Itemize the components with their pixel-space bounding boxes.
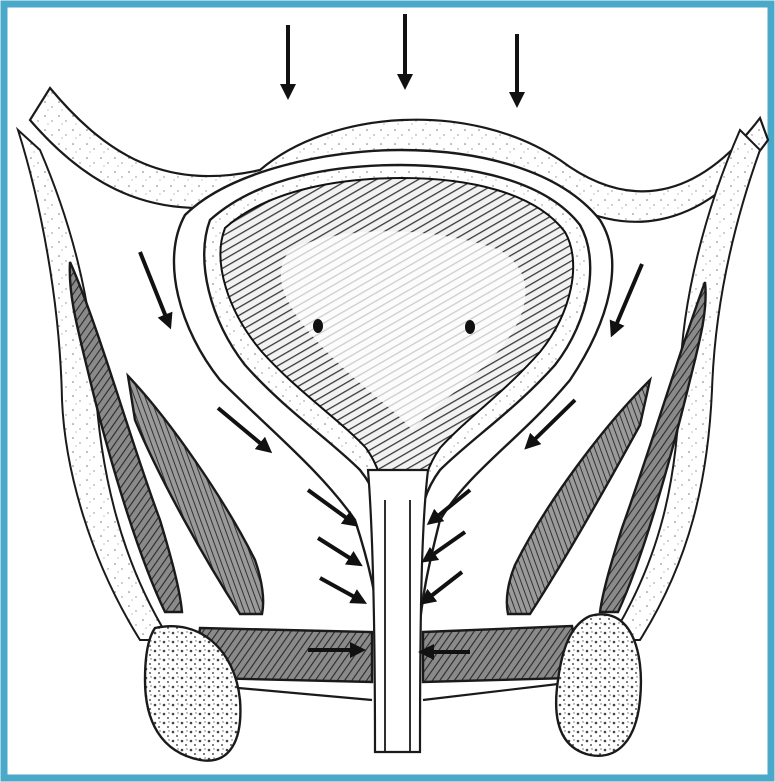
right-ureteric-orifice — [465, 320, 475, 334]
arrow-icon — [426, 572, 462, 600]
urethra — [368, 470, 428, 752]
left-ureteric-orifice — [313, 319, 323, 333]
arrow-icon — [320, 578, 360, 600]
arrow-icon — [614, 264, 642, 330]
arrow-icon — [318, 538, 356, 562]
arrow-icon — [140, 252, 168, 322]
